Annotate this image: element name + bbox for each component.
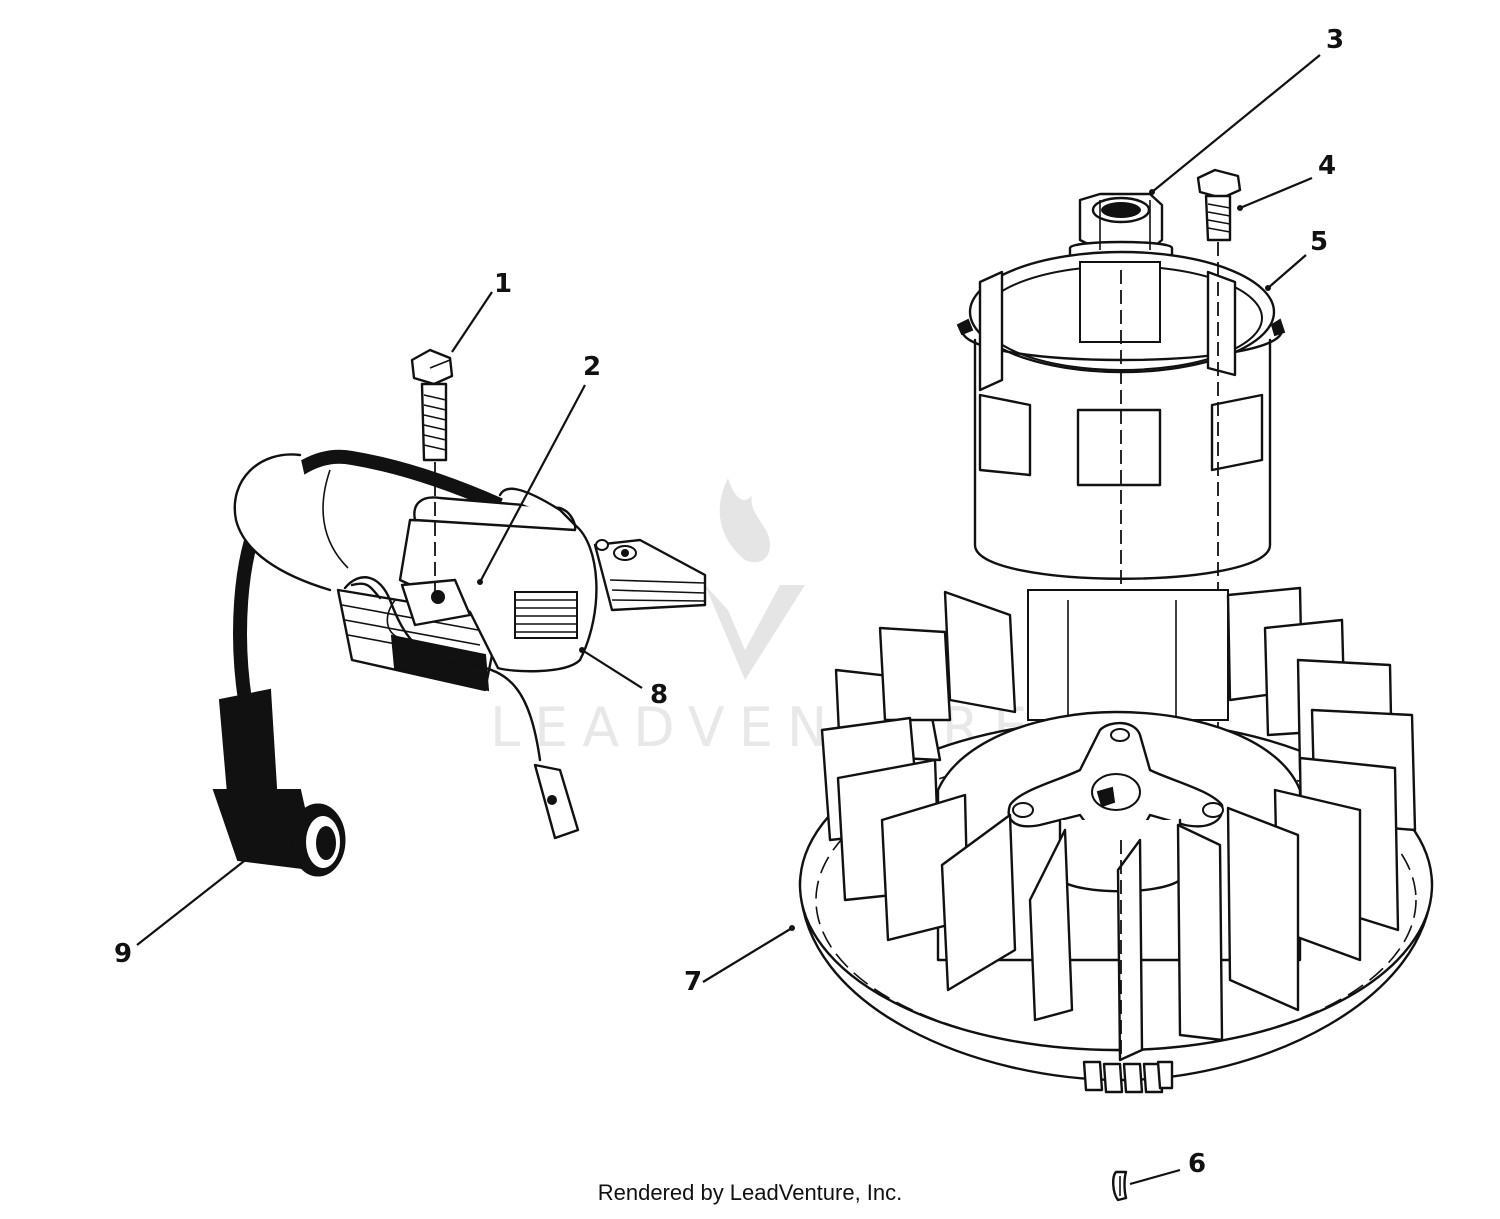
flywheel-key bbox=[1112, 1170, 1128, 1202]
footer-credit: Rendered by LeadVenture, Inc. bbox=[597, 1180, 903, 1205]
callout-1: 1 bbox=[494, 269, 512, 299]
callout-2: 2 bbox=[583, 352, 601, 382]
watermark-v-icon bbox=[705, 585, 805, 680]
callout-9: 9 bbox=[114, 939, 132, 969]
spark-plug-boot bbox=[212, 449, 503, 877]
callout-8: 8 bbox=[650, 680, 668, 710]
leader-lines bbox=[136, 54, 1321, 1186]
callout-7: 7 bbox=[684, 967, 702, 997]
ignition-coil bbox=[233, 453, 707, 840]
callout-numbers: 1 2 3 4 5 6 7 8 9 bbox=[114, 25, 1344, 1179]
callout-5: 5 bbox=[1310, 227, 1328, 257]
coil-label-plate bbox=[514, 591, 578, 639]
watermark-flame-icon bbox=[719, 478, 770, 563]
rotating-screen bbox=[956, 242, 1286, 800]
ring-gear-teeth bbox=[1082, 1060, 1174, 1094]
callout-6: 6 bbox=[1188, 1149, 1206, 1179]
callout-3: 3 bbox=[1326, 25, 1344, 55]
coil-mounting-bolt bbox=[410, 348, 454, 600]
flywheel bbox=[798, 586, 1434, 1094]
callout-4: 4 bbox=[1318, 151, 1336, 181]
screen-bolt bbox=[1196, 168, 1242, 242]
